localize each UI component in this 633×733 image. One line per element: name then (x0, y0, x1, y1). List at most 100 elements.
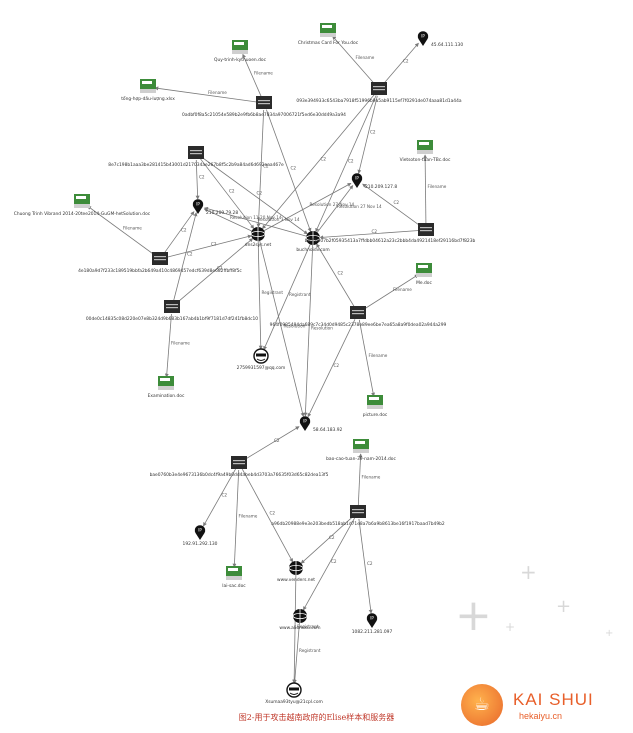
executable-icon-body (188, 146, 204, 159)
domain-icon[interactable] (288, 561, 304, 575)
edge-label: C2 (394, 200, 400, 205)
executable-icon-line (190, 153, 202, 155)
edge-label: Filename (356, 55, 375, 60)
edge-label: C2 (329, 535, 335, 540)
edge-resolution-3-nov-14 (204, 206, 307, 237)
file-icon[interactable] (140, 79, 156, 93)
edge-c2 (307, 319, 356, 418)
edge-label: C2 (181, 228, 187, 233)
ip-pin-icon-glyph: IP (198, 528, 202, 533)
edge-label: Registrant (297, 624, 319, 629)
edge-resolution (303, 244, 314, 417)
ip-pin-icon[interactable]: IP (351, 173, 363, 188)
node-label-ip: 58.64.183.92 (313, 427, 343, 433)
edge-c2 (300, 516, 354, 564)
executable-icon[interactable] (164, 300, 180, 313)
edge-label: C2 (217, 266, 223, 271)
executable-icon[interactable] (152, 252, 168, 265)
executable-icon-line (420, 230, 432, 232)
executable-icon-line (190, 150, 202, 152)
file-icon-stripe (369, 397, 379, 400)
file-icon[interactable] (158, 376, 174, 390)
edge-label: Filename (393, 287, 412, 292)
executable-icon[interactable] (256, 96, 272, 109)
edge-label: C2 (331, 559, 337, 564)
node-label-exe: 8e7c198b1aaa3be281415b43001d217034ae267b… (108, 162, 284, 168)
person-icon[interactable] (253, 348, 269, 364)
edge-registrant (292, 574, 297, 684)
file-icon-base (320, 33, 336, 37)
ip-pin-icon[interactable]: IP (417, 31, 429, 46)
executable-icon-line (258, 100, 270, 102)
node-label-domain: buchnoidv.com (296, 247, 329, 253)
edge-c2 (358, 518, 373, 614)
file-icon-base (353, 449, 369, 453)
executable-icon-body (152, 252, 168, 265)
file-icon[interactable] (232, 40, 248, 54)
file-icon[interactable] (320, 23, 336, 37)
executable-icon[interactable] (371, 82, 387, 95)
edge-label: C2 (229, 189, 235, 194)
file-icon[interactable] (417, 140, 433, 154)
file-icon[interactable] (226, 566, 242, 580)
executable-icon-body (256, 96, 272, 109)
ip-pin-icon[interactable]: IP (299, 416, 311, 431)
edge-label: C2 (257, 191, 263, 196)
file-icon[interactable] (353, 439, 369, 453)
file-icon-stripe (142, 81, 152, 84)
node-label-exe: 964f0985494da689c7c34d0d9485c2378e89ee6b… (270, 322, 447, 328)
edge-label: Resolution 27 Nov 14 (310, 202, 355, 207)
file-icon-stripe (355, 441, 365, 444)
edge-registrant (263, 244, 311, 351)
figure-caption: 图2-用于攻击越南政府的Elise样本和服务器 (238, 713, 395, 722)
node-label-ip: 1082.211.281.097 (352, 629, 393, 635)
person-icon[interactable] (286, 682, 302, 698)
edge-c2 (256, 109, 265, 228)
coffee-cup-icon: ☕ (473, 694, 491, 715)
edge-c2 (266, 109, 312, 233)
executable-icon-body (418, 223, 434, 236)
edge-label: Filename (254, 71, 273, 76)
file-icon[interactable] (367, 395, 383, 409)
file-icon-base (140, 89, 156, 93)
executable-icon[interactable] (350, 505, 366, 518)
domain-icon[interactable] (250, 227, 266, 241)
edge-label: C2 (270, 511, 276, 516)
file-icon-base (158, 386, 174, 390)
domain-icon[interactable] (305, 231, 321, 245)
edge-label: Filename (428, 184, 447, 189)
file-icon[interactable] (74, 194, 90, 208)
domain-icon[interactable] (292, 609, 308, 623)
file-icon-base (226, 576, 242, 580)
executable-icon[interactable] (418, 223, 434, 236)
edge-registrant (257, 240, 263, 350)
file-icon-stripe (419, 142, 429, 145)
edge-label: Filename (171, 341, 190, 346)
ip-pin-icon[interactable]: IP (192, 199, 204, 214)
node-label-ip: 210.209.127.8 (365, 184, 397, 190)
edge-c2 (241, 468, 294, 563)
file-icon[interactable] (416, 263, 432, 277)
edge-label: C2 (263, 164, 269, 169)
executable-icon[interactable] (231, 456, 247, 469)
ip-pin-icon-shape (194, 525, 206, 540)
edge-label: Registrant (299, 648, 321, 653)
node-label-file: bao-cao-tuan-39-nam-2014.doc (326, 456, 396, 462)
file-icon-stripe (160, 378, 170, 381)
edge-filename (242, 53, 262, 97)
node-label-domain: dns2sys.net (245, 242, 272, 248)
executable-icon[interactable] (350, 306, 366, 319)
edge-label: Resolution (311, 326, 333, 331)
executable-icon-line (233, 463, 245, 465)
ip-pin-icon[interactable]: IP (366, 613, 378, 628)
node-label-file: Chuong Trinh Vibrand 2014-20tee2014-GuGM… (14, 211, 151, 217)
executable-icon[interactable] (188, 146, 204, 159)
node-label-exe: bae0760b3e4e9673136b0dc4f9a49b0dd4abeb4d… (150, 472, 329, 478)
node-label-file: Examination.doc (148, 393, 185, 399)
node-label-exe: 0adbf0f8a5c21054e589b2e9fb6b8ae7834a9700… (182, 112, 346, 118)
edge-c2 (166, 234, 252, 258)
ip-pin-icon[interactable]: IP (194, 525, 206, 540)
node-label-exe: a96db20988e9e3e203bedb518ab1d71e8a7b6a9b… (271, 521, 445, 527)
edge-filename (164, 313, 172, 378)
edge-resolution-27-nov-14 (316, 185, 354, 233)
